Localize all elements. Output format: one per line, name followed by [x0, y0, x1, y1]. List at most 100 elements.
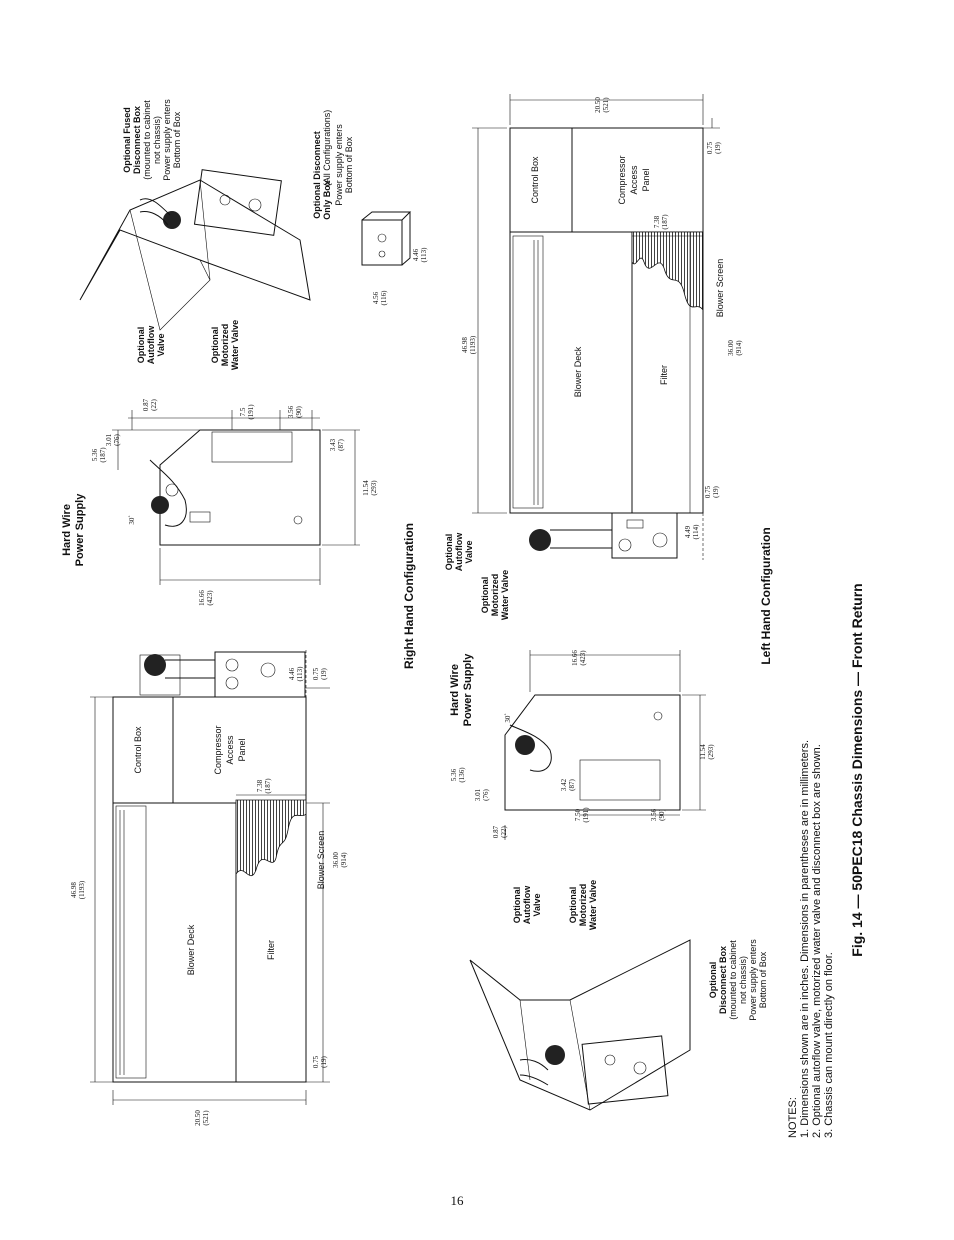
side-bottom-dim-536: 5.36	[450, 768, 458, 781]
front-right-autoflow-3: Valve	[464, 540, 474, 563]
iso-top-only-title-2: Only Box	[322, 180, 332, 220]
front-left-dim-height: 20.50	[194, 1110, 202, 1126]
side-bottom-dim-087: 0.87	[492, 825, 500, 838]
iso-top-autoflow-2: Autoflow	[146, 325, 156, 364]
front-right-compressor-label-2: Access	[629, 165, 639, 195]
side-bottom-dim-356: 3.56	[650, 808, 658, 821]
front-left-dim-075b: 0.75	[312, 1055, 320, 1068]
front-right-dim-width: 46.98	[461, 337, 469, 353]
iso-bottom-autoflow-3: Valve	[532, 893, 542, 916]
front-left-blower-deck-label: Blower Deck	[186, 924, 196, 975]
iso-top-fused-desc-2: not chassis)	[152, 116, 162, 164]
front-left-dim-075b-mm: (19)	[320, 1056, 328, 1068]
iso-bottom-disc-desc-2: not chassis)	[738, 956, 748, 1004]
iso-bottom-motorized-2: Motorized	[578, 884, 588, 927]
iso-top-motorized-3: Water Valve	[230, 320, 240, 370]
front-right-dim-449-mm: (114)	[692, 524, 700, 540]
front-right-dim-width-mm: (1193)	[469, 335, 477, 354]
front-left-dim-3600-mm: (914)	[340, 852, 348, 868]
front-right-blower-screen-label: Blower Screen	[715, 259, 725, 318]
side-top-angle: 30˚	[128, 515, 136, 524]
iso-top-fused-title-2: Disconnect Box	[132, 106, 142, 174]
iso-bottom-disc-desc-1: (mounted to cabinet	[728, 940, 738, 1020]
front-right-motorized-3: Water Valve	[500, 570, 510, 620]
front-right-dim-height-mm: (521)	[602, 97, 610, 113]
front-left-dim-3600: 36.00	[332, 852, 340, 868]
iso-bottom-motorized-1: Optional	[568, 887, 578, 924]
iso-bottom-motorized-3: Water Valve	[588, 880, 598, 930]
iso-top-only-desc-1: Power supply enters	[334, 124, 344, 206]
iso-bottom-autoflow-1: Optional	[512, 887, 522, 924]
front-left-filter-label: Filter	[266, 940, 276, 960]
front-view-right: Optional Autoflow Valve Optional Motoriz…	[444, 94, 743, 620]
iso-top-fused-desc-4: Bottom of Box	[172, 111, 182, 168]
side-top-dim-301-mm: (76)	[113, 434, 121, 446]
front-left-dim-075a-mm: (19)	[320, 668, 328, 680]
side-top-dim-343: 3.43	[329, 438, 337, 451]
side-bottom-angle: 30˚	[504, 713, 512, 722]
front-right-motorized-2: Motorized	[490, 574, 500, 617]
side-bottom-dim-342-mm: (87)	[568, 779, 576, 791]
iso-top-dim-446-mm: (113)	[420, 247, 428, 263]
iso-top-fused-title-1: Optional Fused	[122, 107, 132, 173]
front-right-dim-075a: 0.75	[706, 141, 714, 154]
iso-top-dim-456: 4.56	[372, 291, 380, 304]
iso-top-only-desc-2: Bottom of Box	[344, 136, 354, 193]
front-right-autoflow-1: Optional	[444, 534, 454, 571]
iso-bottom-disc-title-1: Optional	[708, 962, 718, 999]
side-top-dim-087: 0.87	[142, 398, 150, 411]
side-top-title-2: Power Supply	[74, 493, 86, 567]
front-right-autoflow-2: Autoflow	[454, 532, 464, 571]
front-left-compressor-label-1: Compressor	[213, 725, 223, 774]
note-1: 1. Dimensions shown are in inches. Dimen…	[799, 740, 811, 1138]
side-top-dim-75-mm: (191)	[247, 404, 255, 420]
iso-bottom-disc-title-2: Disconnect Box	[718, 946, 728, 1014]
front-right-dim-738: 7.38	[653, 215, 661, 228]
front-right-dim-3600-mm: (914)	[735, 340, 743, 356]
iso-top-motorized-2: Motorized	[220, 324, 230, 367]
side-top-dim-087-mm: (22)	[150, 399, 158, 411]
front-right-compressor-label-1: Compressor	[617, 155, 627, 204]
side-bottom-dim-1154: 11.54	[699, 744, 707, 760]
iso-top-autoflow-3: Valve	[156, 333, 166, 356]
front-right-motorized-1: Optional	[480, 577, 490, 614]
note-2: 2. Optional autoflow valve, motorized wa…	[811, 744, 823, 1138]
iso-bottom-autoflow-2: Autoflow	[522, 885, 532, 924]
front-left-dim-446: 4.46	[288, 667, 296, 680]
side-bottom-dim-1666-mm: (423)	[579, 650, 587, 666]
front-right-dim-738-mm: (187)	[661, 214, 669, 230]
side-bottom-dim-356-mm: (90)	[658, 809, 666, 821]
iso-bottom-disc-desc-3: Power supply enters	[748, 939, 758, 1021]
front-left-blower-screen-label: Blower Screen	[316, 831, 326, 890]
side-top-dim-1666-mm: (423)	[206, 590, 214, 606]
side-bottom-dim-1666: 16.66	[571, 650, 579, 666]
iso-top-dim-446: 4.46	[412, 248, 420, 261]
front-right-compressor-label-3: Panel	[641, 168, 651, 191]
side-view-bottom: Hard Wire Power Supply 30˚ 5.36 (136) 3.…	[449, 650, 715, 840]
figure-caption: Fig. 14 — 50PEC18 Chassis Dimensions — F…	[849, 583, 865, 956]
front-left-dim-height-mm: (521)	[202, 1110, 210, 1126]
side-top-dim-1154: 11.54	[362, 480, 370, 496]
iso-top-only-title-1: Optional Disconnect	[312, 131, 322, 219]
side-bottom-title-1: Hard Wire	[449, 664, 461, 716]
iso-bottom: Optional Autoflow Valve Optional Motoriz…	[469, 880, 768, 1111]
front-left-compressor-label-3: Panel	[237, 738, 247, 761]
left-hand-config-heading: Left Hand Configuration	[759, 527, 773, 664]
front-left-dim-width: 46.98	[70, 882, 78, 898]
iso-bottom-disc-desc-4: Bottom of Box	[758, 951, 768, 1008]
front-left-control-box-label: Control Box	[133, 726, 143, 774]
front-right-dim-height: 20.50	[594, 97, 602, 113]
side-top-dim-343-mm: (87)	[337, 439, 345, 451]
front-right-dim-075a-mm: (19)	[714, 142, 722, 154]
note-3: 3. Chassis can mount directly on floor.	[823, 952, 835, 1138]
front-left-dim-738-mm: (187)	[264, 778, 272, 794]
side-bottom-dim-1154-mm: (293)	[707, 744, 715, 760]
front-left-dim-738: 7.38	[256, 779, 264, 792]
side-view-top: Hard Wire Power Supply 30˚ 5.36 (187) 3.…	[61, 398, 378, 606]
side-bottom-title-2: Power Supply	[462, 653, 474, 727]
front-left-dim-075a: 0.75	[312, 667, 320, 680]
side-top-title-1: Hard Wire	[61, 504, 73, 556]
side-bottom-dim-536-mm: (136)	[458, 767, 466, 783]
front-right-dim-449: 4.49	[684, 525, 692, 538]
